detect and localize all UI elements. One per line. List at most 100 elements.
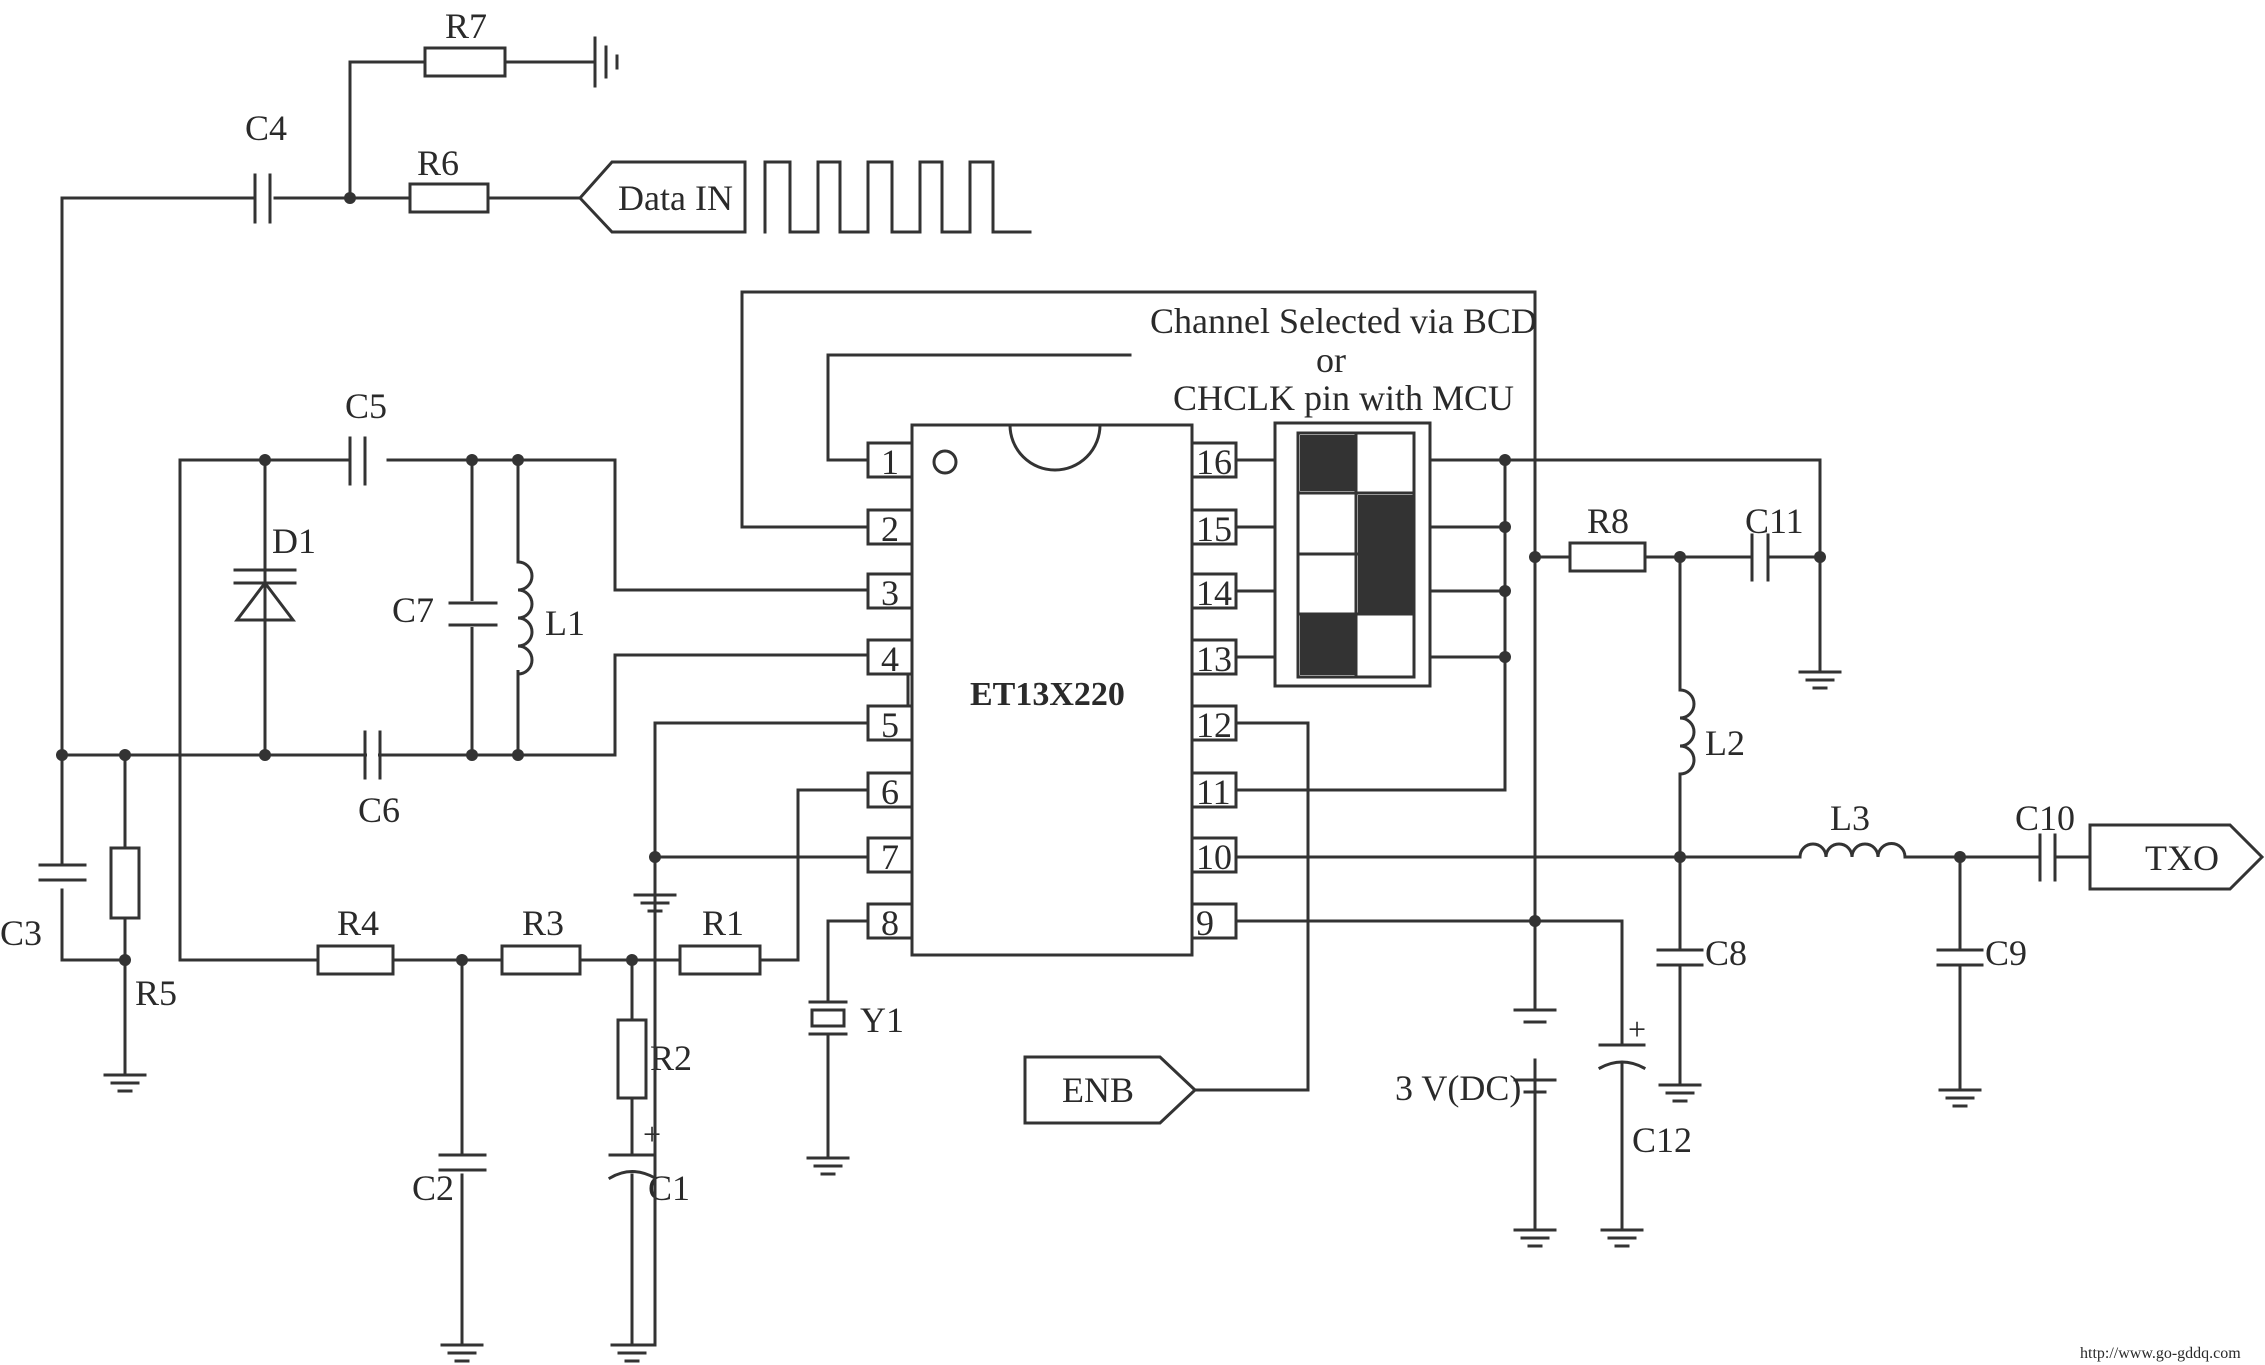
ground-symbol-r5 xyxy=(103,1073,147,1093)
svg-text:R5: R5 xyxy=(135,973,177,1013)
ground-symbol-c1 xyxy=(610,1343,654,1363)
ground-symbol-c9 xyxy=(1938,1088,1982,1108)
ground-symbol-c2 xyxy=(440,1343,484,1363)
svg-text:R2: R2 xyxy=(650,1038,692,1078)
svg-text:5: 5 xyxy=(881,705,899,745)
svg-text:CHCLK pin with MCU: CHCLK pin with MCU xyxy=(1173,378,1514,418)
svg-text:4: 4 xyxy=(881,639,899,679)
ground-symbol-y1 xyxy=(806,1156,850,1176)
ground-symbol-c12 xyxy=(1600,1228,1644,1248)
svg-text:13: 13 xyxy=(1196,639,1232,679)
svg-text:6: 6 xyxy=(881,772,899,812)
battery-3v: 3 V(DC) xyxy=(1395,1008,1557,1108)
chip-et13x220: ET13X220 xyxy=(910,423,1194,957)
svg-text:9: 9 xyxy=(1196,903,1214,943)
resistor-r4: R4 xyxy=(316,903,395,976)
svg-text:R4: R4 xyxy=(337,903,379,943)
svg-text:7: 7 xyxy=(881,837,899,877)
capacitor-c12: + C12 xyxy=(1597,1011,1692,1160)
capacitor-c5: C5 xyxy=(345,386,387,486)
bcd-annotation: Channel Selected via BCD or CHCLK pin wi… xyxy=(1150,301,1537,418)
resistor-r7: R7 xyxy=(423,6,507,78)
inductor-l1: L1 xyxy=(508,558,585,678)
svg-text:C3: C3 xyxy=(0,913,42,953)
svg-text:L2: L2 xyxy=(1705,723,1745,763)
svg-text:or: or xyxy=(1316,340,1346,380)
varactor-diode-d1: D1 xyxy=(233,521,316,627)
svg-text:16: 16 xyxy=(1196,442,1232,482)
inductor-l2: L2 xyxy=(1678,555,1745,952)
resistor-r6: R6 xyxy=(408,143,490,214)
svg-text:8: 8 xyxy=(881,903,899,943)
top-wires xyxy=(60,60,597,757)
svg-text:R7: R7 xyxy=(445,6,487,46)
svg-text:D1: D1 xyxy=(272,521,316,561)
svg-text:Channel Selected via BCD: Channel Selected via BCD xyxy=(1150,301,1537,341)
capacitor-c4: C4 xyxy=(245,108,287,224)
supply-wires xyxy=(1234,915,1624,1232)
capacitor-c11: C11 xyxy=(1745,501,1804,582)
resistor-r2: R2 xyxy=(616,1018,692,1100)
pin1-pin2-wires xyxy=(649,290,1537,1347)
svg-text:C8: C8 xyxy=(1705,933,1747,973)
chip-left-pins: 1 2 3 4 5 6 7 8 xyxy=(866,441,914,943)
left-wires xyxy=(56,454,910,962)
svg-text:12: 12 xyxy=(1196,705,1232,745)
svg-text:14: 14 xyxy=(1196,573,1232,613)
svg-text:10: 10 xyxy=(1196,837,1232,877)
bcd-switch-wires xyxy=(1234,454,1511,792)
svg-text:Data IN: Data IN xyxy=(618,178,733,218)
capacitor-c3: C3 xyxy=(0,753,127,962)
svg-text:L3: L3 xyxy=(1830,798,1870,838)
svg-text:R1: R1 xyxy=(702,903,744,943)
ground-symbol-r7 xyxy=(593,36,619,88)
capacitor-c1: + C1 xyxy=(607,1116,690,1208)
output-wires xyxy=(1234,851,2092,1092)
capacitor-c10: C10 xyxy=(2015,798,2075,882)
svg-text:ENB: ENB xyxy=(1062,1070,1134,1110)
svg-text:C11: C11 xyxy=(1745,501,1804,541)
svg-text:3 V(DC): 3 V(DC) xyxy=(1395,1068,1521,1108)
svg-text:C12: C12 xyxy=(1632,1120,1692,1160)
capacitor-c6: C6 xyxy=(358,730,400,830)
capacitor-c9: C9 xyxy=(1936,933,2027,973)
ground-symbol-c11 xyxy=(1798,670,1842,690)
ground-symbol-c8 xyxy=(1658,1083,1702,1103)
chip-right-pins: 16 15 14 13 12 11 10 9 xyxy=(1190,441,1238,943)
resistor-r1: R1 xyxy=(678,903,762,976)
svg-text:ET13X220: ET13X220 xyxy=(970,676,1125,713)
svg-text:C10: C10 xyxy=(2015,798,2075,838)
svg-text:L1: L1 xyxy=(545,603,585,643)
svg-text:2: 2 xyxy=(881,509,899,549)
bcd-switch xyxy=(1273,421,1432,688)
svg-text:R8: R8 xyxy=(1587,501,1629,541)
svg-text:15: 15 xyxy=(1196,509,1232,549)
resistor-r8: R8 xyxy=(1568,501,1647,573)
enb-wires xyxy=(1193,721,1310,1092)
ground-symbol-pin5 xyxy=(633,893,677,913)
right-top-wires xyxy=(1503,458,1826,674)
svg-text:R3: R3 xyxy=(522,903,564,943)
svg-text:11: 11 xyxy=(1196,772,1231,812)
bottom-left-wires xyxy=(178,788,884,1347)
inductor-l3: L3 xyxy=(1798,798,1907,859)
svg-text:C9: C9 xyxy=(1985,933,2027,973)
svg-text:TXO: TXO xyxy=(2145,838,2219,878)
resistor-r5: R5 xyxy=(109,753,177,1077)
svg-text:Y1: Y1 xyxy=(860,1000,904,1040)
svg-text:C2: C2 xyxy=(412,1168,454,1208)
capacitor-c2: C2 xyxy=(412,1153,487,1208)
svg-text:1: 1 xyxy=(881,442,899,482)
svg-text:C5: C5 xyxy=(345,386,387,426)
resistor-r3: R3 xyxy=(500,903,582,976)
data-in-waveform xyxy=(763,160,1032,234)
svg-text:C4: C4 xyxy=(245,108,287,148)
txo-port: TXO xyxy=(2088,823,2265,891)
svg-text:R6: R6 xyxy=(417,143,459,183)
crystal-y1: Y1 xyxy=(808,919,904,1157)
ground-symbol-battery xyxy=(1513,1228,1557,1248)
svg-text:C6: C6 xyxy=(358,790,400,830)
capacitor-c8: C8 xyxy=(1656,933,1747,973)
svg-text:+: + xyxy=(643,1116,661,1152)
